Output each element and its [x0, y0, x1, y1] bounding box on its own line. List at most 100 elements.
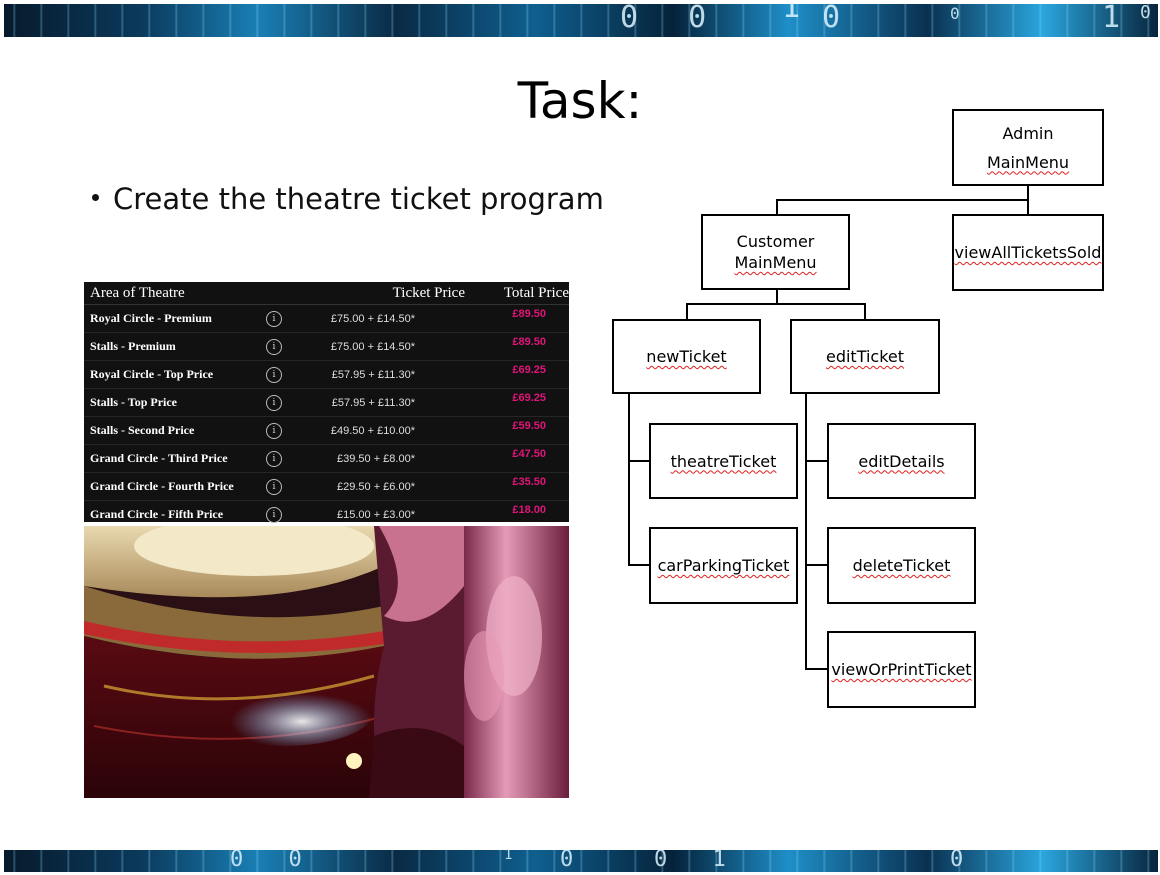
- connector-line: [776, 288, 778, 304]
- band-digit: 0: [1140, 4, 1158, 23]
- band-digit: 0: [822, 4, 857, 35]
- node-label: editDetails: [858, 451, 945, 471]
- node-theatre-ticket: theatreTicket: [649, 423, 798, 499]
- band-streaks: [4, 850, 1158, 872]
- connector-line: [686, 303, 866, 305]
- node-label: newTicket: [646, 347, 727, 366]
- node-label: theatreTicket: [670, 451, 777, 471]
- bullet-dot-icon: [92, 193, 99, 201]
- row-area: Grand Circle - Fifth Price: [90, 507, 224, 521]
- connector-line: [628, 392, 630, 566]
- theatre-interior-illustration: [84, 526, 569, 798]
- info-icon[interactable]: i: [266, 394, 282, 411]
- header-total-price: Total Price: [503, 284, 569, 301]
- row-ticket-price: £29.50 + £6.00*: [337, 480, 415, 493]
- node-label-line2: MainMenu: [986, 152, 1070, 172]
- band-digit: 0: [950, 4, 976, 23]
- node-label-line2: MainMenu: [734, 253, 817, 272]
- connector-line: [686, 303, 688, 320]
- table-row: Grand Circle - Fourth Price i £29.50 + £…: [84, 473, 569, 501]
- row-area: Royal Circle - Top Price: [90, 367, 214, 381]
- row-ticket-price: £57.95 + £11.30*: [331, 396, 415, 409]
- header-area: Area of Theatre: [90, 284, 185, 301]
- table-row: Grand Circle - Fifth Price i £15.00 + £3…: [84, 501, 569, 529]
- row-area: Grand Circle - Third Price: [90, 451, 228, 465]
- band-digit: 1: [782, 4, 817, 25]
- row-area: Stalls - Top Price: [90, 395, 178, 409]
- connector-line: [864, 303, 866, 320]
- row-total-price: £35.50: [512, 475, 546, 488]
- node-view-all-tickets-sold: viewAllTicketsSold: [952, 214, 1104, 291]
- table-row: Grand Circle - Third Price i £39.50 + £8…: [84, 445, 569, 473]
- row-total-price: £47.50: [512, 447, 546, 460]
- header-ticket-price: Ticket Price: [392, 284, 465, 301]
- connector-line: [1027, 184, 1029, 200]
- table-row: Stalls - Premium i £75.00 + £14.50* £89.…: [84, 333, 569, 361]
- table-row: Royal Circle - Top Price i £57.95 + £11.…: [84, 361, 569, 389]
- row-area: Stalls - Second Price: [90, 423, 195, 437]
- table-header: Area of Theatre Ticket Price Total Price: [84, 282, 569, 305]
- band-digit: 0: [950, 850, 980, 872]
- node-label: viewAllTicketsSold: [954, 243, 1102, 262]
- row-total-price: £69.25: [512, 391, 546, 404]
- info-icon[interactable]: i: [266, 478, 282, 495]
- connector-line: [628, 460, 650, 462]
- band-streaks: [4, 4, 1158, 37]
- band-digits: 0 0 0 1 0 1 0: [4, 850, 1158, 872]
- row-area: Royal Circle - Premium: [90, 311, 212, 325]
- node-admin-mainmenu: Admin MainMenu: [952, 109, 1104, 186]
- connector-line: [1027, 199, 1029, 216]
- band-digit: 1: [504, 850, 529, 863]
- node-label: deleteTicket: [852, 556, 951, 575]
- connector-line: [805, 668, 828, 670]
- node-edit-details: editDetails: [827, 423, 976, 499]
- node-customer-mainmenu: Customer MainMenu: [701, 214, 850, 290]
- band-digit: 1: [1102, 4, 1137, 35]
- node-delete-ticket: deleteTicket: [827, 527, 976, 604]
- table-row: Stalls - Second Price i £49.50 + £10.00*…: [84, 417, 569, 445]
- footer-band: 0 0 0 1 0 1 0: [4, 850, 1158, 872]
- node-label: viewOrPrintTicket: [831, 660, 972, 679]
- info-icon[interactable]: i: [266, 366, 282, 383]
- row-total-price: £89.50: [512, 307, 546, 320]
- band-digit: 0 1: [654, 850, 742, 872]
- node-label-line1: Customer: [736, 232, 815, 251]
- bullet-text: Create the theatre ticket program: [113, 182, 604, 216]
- ticket-price-table: Area of Theatre Ticket Price Total Price…: [84, 282, 569, 529]
- row-total-price: £59.50: [512, 419, 546, 432]
- table-row: Stalls - Top Price i £57.95 + £11.30* £6…: [84, 389, 569, 417]
- info-icon[interactable]: i: [266, 450, 282, 467]
- row-ticket-price: £49.50 + £10.00*: [330, 424, 415, 437]
- row-ticket-price: £39.50 + £8.00*: [337, 452, 415, 465]
- band-digit: 0 0: [620, 4, 723, 35]
- node-label-line1: Admin: [1002, 123, 1054, 143]
- theatre-interior-image: [84, 526, 569, 798]
- connector-line: [776, 199, 1029, 201]
- node-label: carParkingTicket: [657, 556, 790, 575]
- node-view-or-print-ticket: viewOrPrintTicket: [827, 631, 976, 708]
- connector-line: [805, 392, 807, 670]
- info-icon[interactable]: i: [266, 506, 282, 523]
- node-edit-ticket: editTicket: [790, 319, 940, 394]
- info-icon[interactable]: i: [266, 310, 282, 327]
- row-ticket-price: £75.00 + £14.50*: [330, 312, 415, 325]
- info-icon[interactable]: i: [266, 338, 282, 355]
- header-band: 0 0 1 0 0 1 0: [4, 4, 1158, 37]
- row-ticket-price: £15.00 + £3.00*: [337, 508, 415, 521]
- connector-line: [805, 460, 828, 462]
- row-ticket-price: £57.95 + £11.30*: [331, 368, 415, 381]
- band-digit: 0 0: [230, 850, 318, 872]
- table-row: Royal Circle - Premium i £75.00 + £14.50…: [84, 305, 569, 333]
- node-new-ticket: newTicket: [612, 319, 761, 394]
- bullet-item: Create the theatre ticket program: [92, 182, 604, 216]
- info-icon[interactable]: i: [266, 422, 282, 439]
- connector-line: [805, 564, 828, 566]
- band-digit: 0: [560, 850, 590, 872]
- band-digits: 0 0 1 0 0 1 0: [4, 4, 1158, 35]
- slide-title: Task:: [517, 72, 643, 130]
- node-car-parking-ticket: carParkingTicket: [649, 527, 798, 604]
- row-area: Stalls - Premium: [90, 339, 176, 353]
- node-label: editTicket: [825, 347, 905, 366]
- row-area: Grand Circle - Fourth Price: [90, 479, 234, 493]
- row-total-price: £89.50: [512, 335, 546, 348]
